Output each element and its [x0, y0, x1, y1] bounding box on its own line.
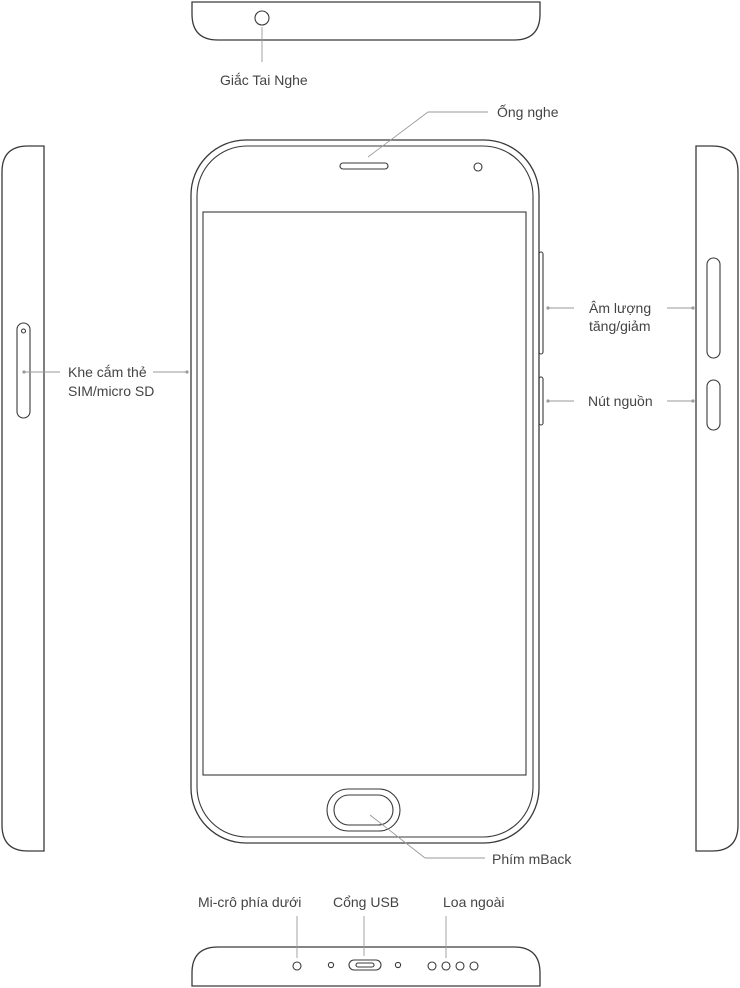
sim-slot-label-line1: Khe cắm thẻ	[68, 364, 147, 380]
phone-bottom-view: Mi-crô phía dưới Cổng USB Loa ngoài	[191, 894, 541, 987]
speaker-hole-4	[469, 961, 479, 971]
power-button-label: Nút nguồn	[588, 393, 653, 409]
screw-left-icon	[327, 961, 335, 969]
volume-rocker-front	[538, 251, 544, 355]
speaker-hole-2	[441, 961, 451, 971]
usb-port	[348, 959, 382, 971]
screen	[202, 211, 527, 776]
speaker-hole-1	[427, 961, 437, 971]
screw-right-icon	[394, 961, 402, 969]
sim-tray	[16, 322, 31, 419]
bottom-mic-icon	[292, 961, 302, 971]
front-camera-icon	[473, 162, 483, 172]
headphone-jack-icon	[254, 10, 270, 26]
phone-right-view: Âm lượng tăng/giảm Nút nguồn	[546, 145, 739, 852]
phone-left-view: Khe cắm thẻ SIM/micro SD	[1, 145, 189, 852]
phone-front-view: Ống nghe Phím mBack	[190, 103, 572, 867]
speaker-hole-3	[455, 961, 465, 971]
phone-top-view: Giắc Tai Nghe	[191, 1, 541, 88]
earpiece-slot	[339, 162, 389, 170]
speaker-label: Loa ngoài	[443, 894, 505, 910]
bottom-mic-label: Mi-crô phía dưới	[198, 894, 301, 910]
volume-label-line2: tăng/giảm	[589, 318, 650, 334]
power-button	[706, 379, 721, 431]
sim-slot-label-line2: SIM/micro SD	[68, 383, 154, 399]
usb-port-label: Cổng USB	[333, 894, 399, 910]
earpiece-label: Ống nghe	[497, 103, 559, 120]
headphone-jack-label: Giắc Tai Nghe	[220, 72, 308, 88]
volume-label-line1: Âm lượng	[589, 300, 651, 316]
mback-key	[326, 788, 401, 832]
power-button-front	[538, 376, 544, 426]
mback-key-label: Phím mBack	[492, 851, 572, 867]
volume-rocker	[706, 257, 721, 359]
